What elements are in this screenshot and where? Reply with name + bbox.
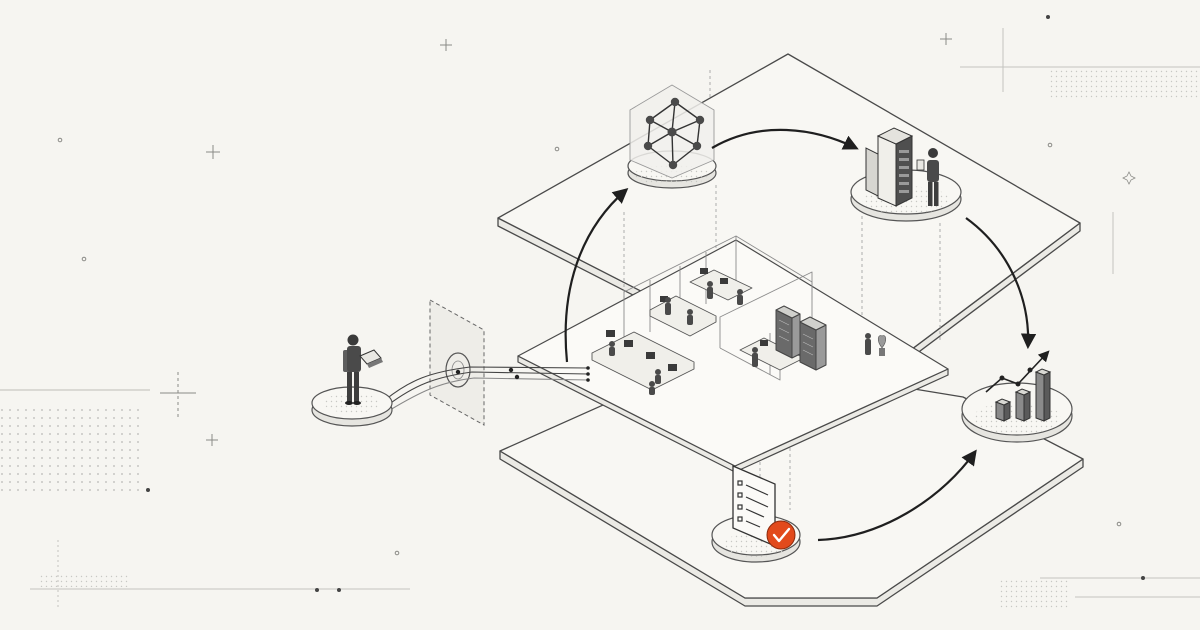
analytics <box>961 350 1073 443</box>
network-graph-icon <box>643 97 705 170</box>
checkmark-badge-icon <box>766 520 796 550</box>
server-technician-icon <box>865 127 939 207</box>
office-server-racks <box>775 305 827 371</box>
data-cable <box>384 366 589 411</box>
sparkle-icon <box>1122 171 1136 185</box>
arrow-document-to-analytics <box>817 449 977 542</box>
office-workspace <box>517 235 949 473</box>
server-rack <box>850 127 962 222</box>
plus-mark-icon <box>206 434 218 446</box>
plus-mark-icon <box>206 145 220 159</box>
bar-chart-icon <box>985 350 1052 422</box>
plus-mark-icon <box>440 39 452 51</box>
dot-grid-decoration <box>1000 580 1070 608</box>
user-with-laptop <box>311 334 393 427</box>
dot-grid-decoration <box>0 408 140 496</box>
plus-mark-icon <box>940 33 952 45</box>
approved-document <box>711 465 801 563</box>
checklist-approved-icon <box>732 465 796 550</box>
plant-icon <box>877 335 887 356</box>
arrow-office-to-graph <box>564 187 629 363</box>
dot-grid-decoration <box>40 575 130 587</box>
person-laptop-icon <box>343 334 383 405</box>
crosshair-mark-icon <box>160 372 196 420</box>
dot-grid-decoration <box>1050 70 1200 100</box>
arrow-graph-to-server <box>711 128 859 150</box>
flow-arrows <box>564 128 1037 542</box>
secure-gateway <box>429 299 485 426</box>
knowledge-graph <box>627 84 717 189</box>
gateway-portal-icon <box>429 299 485 426</box>
arrow-server-to-analytics <box>965 217 1037 350</box>
